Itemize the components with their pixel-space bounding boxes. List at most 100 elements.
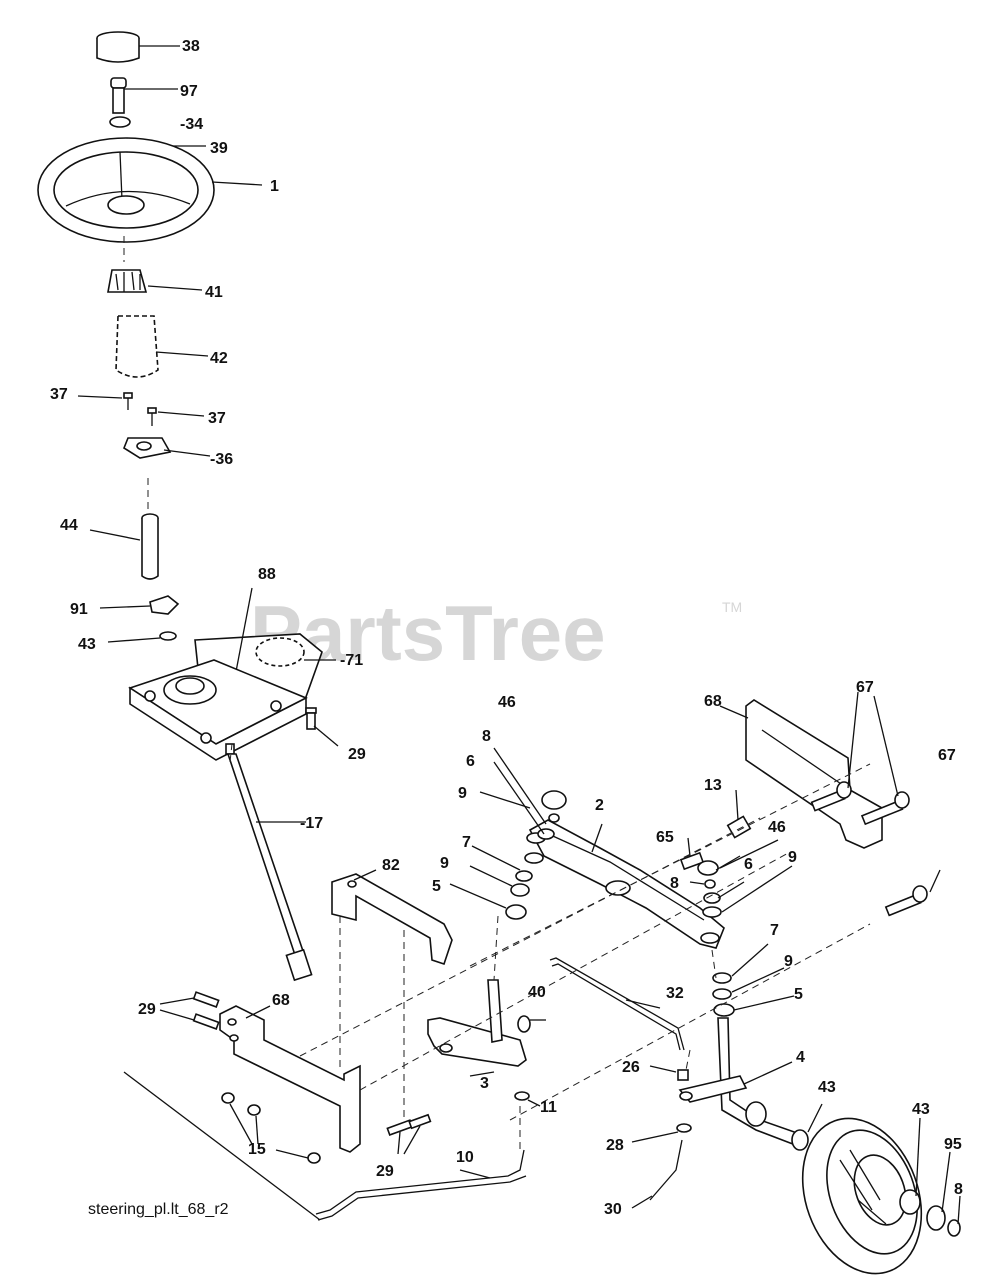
callout: 37 [208,410,226,427]
lock-washer [109,116,131,128]
axle-bushing [679,851,705,871]
tie-rod [549,957,685,1051]
callout: 39 [210,140,228,157]
steering-arm [427,979,527,1067]
callout: 46 [498,694,516,711]
retainer-left [548,813,560,823]
washer-left-d [510,883,530,897]
callout: 28 [606,1137,624,1154]
washer-left-b [524,852,544,864]
callout: 26 [622,1059,640,1076]
watermark-trademark: TM [722,599,742,615]
callout: 9 [784,953,793,970]
bushing-left [505,904,527,920]
callout: 1 [270,178,279,195]
steering-bolt [110,77,127,114]
drag-link [315,1149,527,1221]
nut-15-a [221,1092,235,1104]
callout: 30 [604,1201,622,1218]
callout: 46 [768,819,786,836]
callout: 29 [138,1001,156,1018]
callout: 38 [182,38,200,55]
retaining-ring [947,1219,961,1237]
gear-housing [128,659,308,761]
diagram-caption: steering_pl.lt_68_r2 [88,1201,229,1218]
nut-26 [677,1069,689,1081]
callout: 6 [466,753,475,770]
cap-left [541,790,567,810]
callout: 43 [818,1079,836,1096]
callout: -71 [340,652,363,669]
callout: 43 [78,636,96,653]
callout: 3 [480,1075,489,1092]
steering-shaft-lower [225,743,313,982]
callout: 4 [796,1049,805,1066]
callout: 10 [456,1149,474,1166]
washer-28 [676,1123,692,1133]
callout: 43 [912,1101,930,1118]
spindle-right [678,1017,801,1148]
callout: 82 [382,857,400,874]
callout: 7 [462,834,471,851]
front-axle [526,819,725,949]
callout: 91 [70,601,88,618]
callout: 5 [432,878,441,895]
callout: 68 [272,992,290,1009]
callout: 8 [954,1181,963,1198]
washer-left-c [515,870,533,882]
callout: 67 [856,679,874,696]
callout: 65 [656,829,674,846]
frame-bolts-29-right [386,1113,432,1136]
steering-cap [96,31,140,63]
screw-right [147,407,157,426]
callout: 37 [50,386,68,403]
callout: 41 [205,284,223,301]
cotter-pin [649,1139,683,1201]
callout: 13 [704,777,722,794]
callout: 6 [744,856,753,873]
callout: 95 [944,1136,962,1153]
callout: 8 [482,728,491,745]
front-wheel [801,1117,923,1275]
washer-left-a [537,828,555,840]
washer-11 [514,1091,530,1101]
screw-left [123,392,133,410]
callout: 9 [788,849,797,866]
gear-bracket [149,595,180,641]
callout: 9 [458,785,467,802]
mounting-plate [123,437,172,459]
callout: 9 [440,855,449,872]
steering-shaft-upper [141,513,159,580]
steering-adapter [107,269,148,293]
nut-15-c [307,1152,321,1164]
pivot-bolt-1 [810,781,852,812]
callout: -36 [210,451,233,468]
callout: 11 [540,1099,557,1116]
gear-bolt [305,707,317,730]
steering-wheel [37,137,215,243]
callout: 32 [666,985,684,1002]
washer-right-b [702,906,722,918]
frame-bolts-29-left [192,991,220,1030]
callout: 67 [938,747,956,764]
washer-right-d [712,988,732,1000]
wheel-washer-inner [791,1129,809,1151]
callout: -34 [180,116,203,133]
callout-labels: 38 97 -34 39 1 41 42 37 37 -36 44 88 91 … [50,38,963,1218]
column-cover [115,315,159,378]
pivot-bolt-3 [884,885,928,917]
washer-right-c [712,972,732,984]
retainer-right [704,879,716,889]
axle-spacer [726,815,752,839]
callout: 15 [248,1141,266,1158]
wheel-cap [926,1205,946,1231]
callout: -17 [300,815,323,832]
callout: 44 [60,517,78,534]
callout: 97 [180,83,198,100]
bushing-40 [517,1015,531,1033]
callout: 88 [258,566,276,583]
nut-15-b [247,1104,261,1116]
callout: 29 [376,1163,394,1180]
callout: 68 [704,693,722,710]
washer-right-a [703,892,721,904]
